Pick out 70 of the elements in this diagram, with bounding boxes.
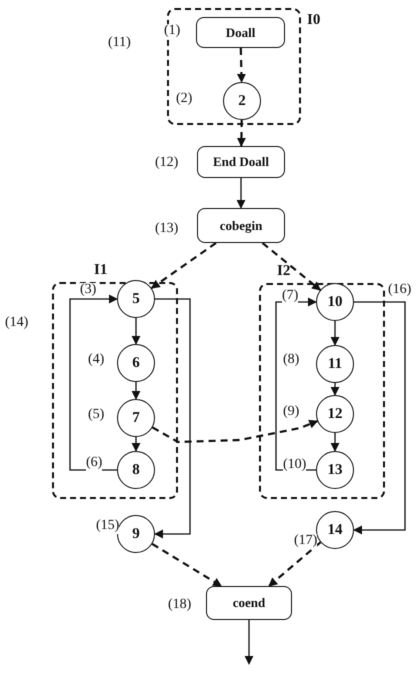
- callout-number: (4): [88, 353, 104, 368]
- node-label: Doall: [226, 24, 256, 40]
- node-label: 13: [328, 462, 342, 478]
- node-label: 14: [328, 522, 342, 538]
- callout-number: (6): [86, 456, 102, 471]
- callout-number: (1): [164, 24, 180, 39]
- task-circle: [316, 283, 354, 321]
- group-heading: I0: [307, 12, 320, 29]
- arrow: [236, 120, 246, 147]
- group-heading: I2: [277, 263, 290, 280]
- process-box: [196, 17, 285, 48]
- task-circle: [117, 515, 155, 553]
- arrow: [154, 298, 191, 538]
- callout-number: (8): [283, 353, 300, 368]
- node-label: 6: [132, 354, 140, 372]
- callout-number: (9): [283, 405, 300, 420]
- group-heading: I1: [94, 262, 108, 279]
- arrow: [152, 542, 222, 587]
- callout-number: (16): [388, 283, 412, 298]
- node-label: cobegin: [220, 218, 262, 234]
- arrow: [275, 298, 317, 471]
- task-circle: [117, 344, 155, 382]
- process-box: [197, 208, 285, 243]
- arrow: [152, 420, 318, 444]
- node-label: 8: [132, 462, 140, 478]
- callout-number: (15): [96, 519, 120, 534]
- callout-number: (3): [80, 283, 96, 298]
- arrow: [236, 178, 246, 209]
- arrow: [69, 294, 118, 471]
- arrow: [132, 318, 140, 345]
- callout-number: (7): [282, 289, 298, 304]
- callout-number: (11): [108, 36, 131, 51]
- task-circle: [316, 345, 354, 383]
- task-circle: [117, 280, 155, 318]
- arrow: [262, 242, 321, 291]
- callout-number: (2): [176, 92, 192, 107]
- task-circle: [316, 511, 354, 549]
- node-label: 9: [132, 526, 140, 542]
- callout-number: (18): [168, 598, 192, 613]
- task-circle: [117, 399, 155, 437]
- arrow: [132, 382, 140, 400]
- process-box: [206, 586, 292, 620]
- callout-number: (17): [294, 534, 318, 549]
- arrow: [330, 321, 340, 346]
- arrow: [236, 48, 246, 83]
- node-label: End Doall: [213, 154, 269, 170]
- callout-number: (12): [155, 156, 178, 171]
- node-label: 7: [132, 410, 140, 426]
- arrow: [330, 383, 340, 396]
- process-box: [197, 146, 285, 178]
- arrow: [330, 433, 340, 452]
- task-circle: [316, 395, 354, 433]
- arrow: [268, 541, 322, 587]
- node-label: 11: [328, 356, 342, 372]
- node-label: 2: [238, 92, 246, 110]
- node-label: 10: [328, 294, 342, 310]
- arrow: [353, 301, 406, 534]
- task-circle: [316, 451, 354, 489]
- task-circle: [117, 451, 155, 489]
- callout-number: (13): [155, 222, 178, 237]
- task-circle: [223, 82, 261, 120]
- callout-number: (14): [5, 316, 28, 331]
- callout-number: (5): [88, 408, 104, 423]
- arrow: [244, 620, 254, 665]
- node-label: 12: [328, 406, 342, 422]
- callout-number: (10): [283, 458, 306, 473]
- arrow: [132, 437, 140, 452]
- node-label: 5: [132, 290, 140, 308]
- node-label: coend: [232, 595, 266, 611]
- arrow: [150, 242, 217, 289]
